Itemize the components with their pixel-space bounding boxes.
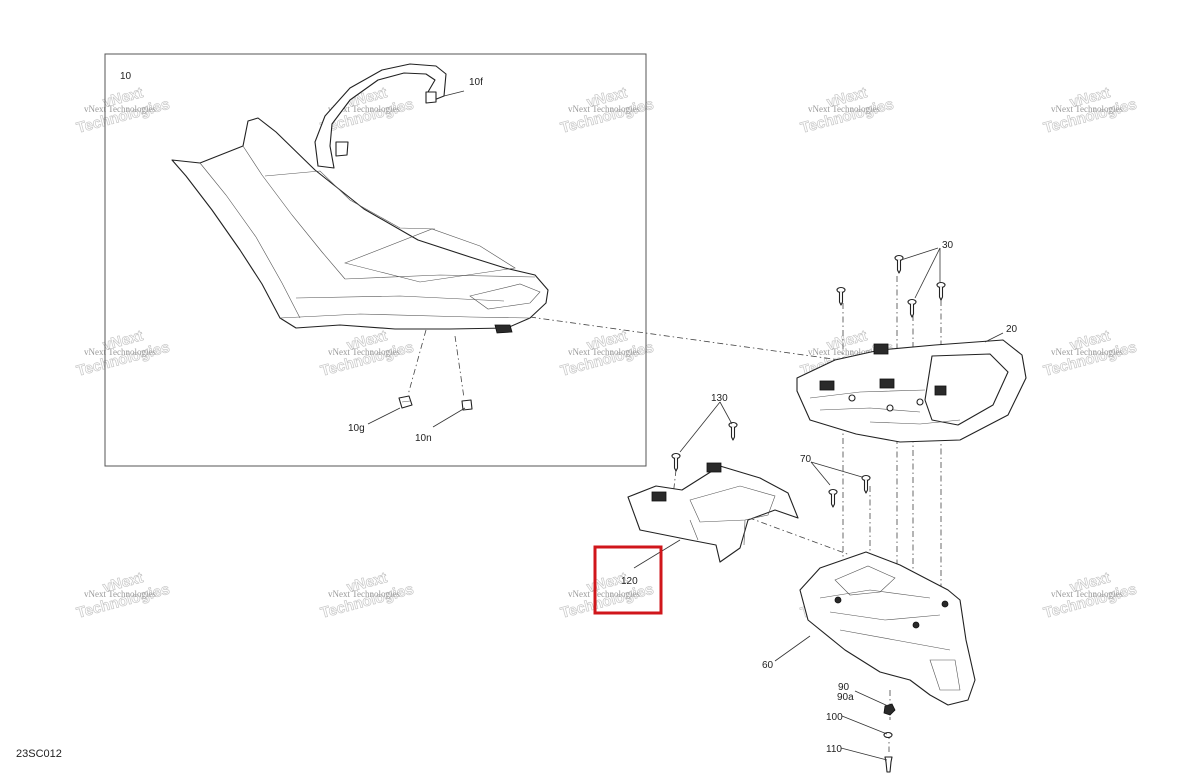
callout-120[interactable]: 120: [621, 576, 638, 587]
seat-clips-illustration: [398, 395, 473, 411]
rear-support-illustration: [799, 551, 976, 706]
svg-text:vNext Technologies: vNext Technologies: [84, 104, 156, 114]
seat-assembly-frame: [104, 53, 647, 467]
svg-text:vNext Technologies: vNext Technologies: [568, 589, 640, 599]
svg-text:vNext Technologies: vNext Technologies: [84, 347, 156, 357]
svg-text:vNext Technologies: vNext Technologies: [568, 104, 640, 114]
grab-handle-illustration: [796, 339, 1027, 443]
callout-100[interactable]: 100: [826, 712, 843, 723]
nut: [883, 703, 896, 716]
screw: [836, 286, 846, 306]
svg-text:vNext Technologies: vNext Technologies: [84, 589, 156, 599]
figure-code: 23SC012: [16, 748, 62, 760]
screw: [671, 452, 681, 472]
seat-strap-illustration: [314, 63, 447, 169]
screw: [861, 474, 871, 494]
screw: [936, 281, 946, 301]
bracket-illustration: [627, 462, 799, 563]
callout-10f[interactable]: 10f: [469, 77, 483, 88]
svg-text:vNext Technologies: vNext Technologies: [808, 347, 880, 357]
callout-10g[interactable]: 10g: [348, 423, 365, 434]
svg-text:vNext Technologies: vNext Technologies: [1051, 104, 1123, 114]
screw: [828, 488, 838, 508]
screw: [728, 421, 738, 441]
screw: [907, 298, 917, 318]
callout-110[interactable]: 110: [826, 744, 842, 755]
callout-130[interactable]: 130: [711, 393, 728, 404]
svg-text:vNext Technologies: vNext Technologies: [328, 347, 400, 357]
seat-cover-illustration: [171, 117, 549, 334]
highlight-box-120: [593, 545, 663, 615]
bolt: [884, 756, 893, 773]
svg-text:vNext Technologies: vNext Technologies: [1051, 347, 1123, 357]
callout-70[interactable]: 70: [800, 454, 812, 465]
callout-90a[interactable]: 90a: [837, 692, 854, 703]
svg-text:vNext Technologies: vNext Technologies: [328, 589, 400, 599]
callout-30[interactable]: 30: [942, 240, 954, 251]
svg-text:vNext Technologies: vNext Technologies: [328, 104, 400, 114]
svg-text:vNext Technologies: vNext Technologies: [568, 347, 640, 357]
callout-20[interactable]: 20: [1006, 324, 1018, 335]
screw: [894, 254, 904, 274]
callout-labels: 10 10f 10g 10n 30 20 130 70 120 60 90 90…: [120, 71, 1018, 755]
svg-text:vNext Technologies: vNext Technologies: [1051, 589, 1123, 599]
leader-lines: [367, 90, 1004, 761]
svg-text:vNext Technologies: vNext Technologies: [808, 104, 880, 114]
callout-60[interactable]: 60: [762, 660, 774, 671]
callout-10n[interactable]: 10n: [415, 433, 432, 444]
fasteners: [671, 254, 946, 773]
callout-10[interactable]: 10: [120, 71, 132, 82]
callout-90[interactable]: 90: [838, 682, 850, 693]
